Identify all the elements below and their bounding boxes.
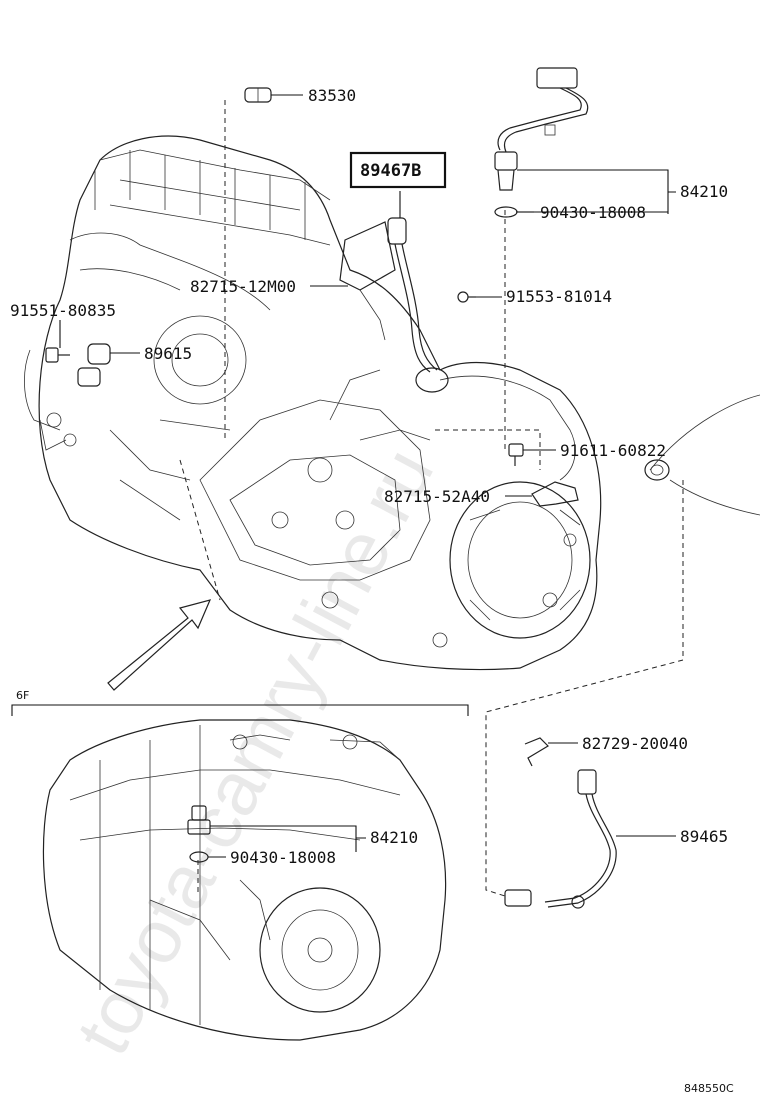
callout-90430-bottom: 90430-18008 bbox=[230, 848, 336, 867]
part-84210-bottom-sensor bbox=[187, 805, 211, 835]
figure-code: 848550C bbox=[684, 1082, 734, 1095]
callout-84210-bottom: 84210 bbox=[370, 828, 418, 847]
callout-91553: 91553-81014 bbox=[506, 287, 612, 306]
part-89465-sensor bbox=[504, 769, 617, 909]
view-direction-arrow bbox=[107, 599, 212, 691]
grommet-right bbox=[644, 394, 760, 516]
callout-82715-12m00: 82715-12M00 bbox=[190, 277, 296, 296]
part-91611-bolt bbox=[508, 443, 524, 466]
part-84210-top-sensor bbox=[494, 67, 589, 191]
variant-label-6f: 6F bbox=[16, 689, 29, 702]
transmission-6f-drawing bbox=[42, 719, 447, 1041]
part-91551-bolt bbox=[45, 347, 70, 363]
part-89467b-sensor bbox=[339, 217, 449, 393]
callout-89467b-frame bbox=[349, 151, 447, 189]
callout-82729: 82729-20040 bbox=[582, 734, 688, 753]
callout-91551: 91551-80835 bbox=[10, 301, 116, 320]
main-transmission-drawing bbox=[24, 100, 602, 671]
part-83530-switch bbox=[244, 87, 272, 103]
callout-82715-52a40: 82715-52A40 bbox=[384, 487, 490, 506]
part-89615-sensor bbox=[77, 343, 111, 387]
callout-89615: 89615 bbox=[144, 344, 192, 363]
callout-89467b: 89467B bbox=[360, 161, 421, 181]
callout-89465: 89465 bbox=[680, 827, 728, 846]
part-82715-52a40-clamp bbox=[531, 481, 579, 507]
variant-6f-bracket bbox=[11, 704, 469, 716]
part-90430-top-gasket bbox=[494, 206, 518, 218]
callout-83530: 83530 bbox=[308, 86, 356, 105]
callout-84210-top: 84210 bbox=[680, 182, 728, 201]
part-91553-bolt bbox=[457, 291, 476, 303]
watermark-text: toyota-camry-line.ru bbox=[60, 435, 450, 1068]
part-82729-clip bbox=[524, 737, 549, 767]
callout-90430-top: 90430-18008 bbox=[540, 203, 646, 222]
callout-91611: 91611-60822 bbox=[560, 441, 666, 460]
leader-lines bbox=[59, 94, 684, 897]
